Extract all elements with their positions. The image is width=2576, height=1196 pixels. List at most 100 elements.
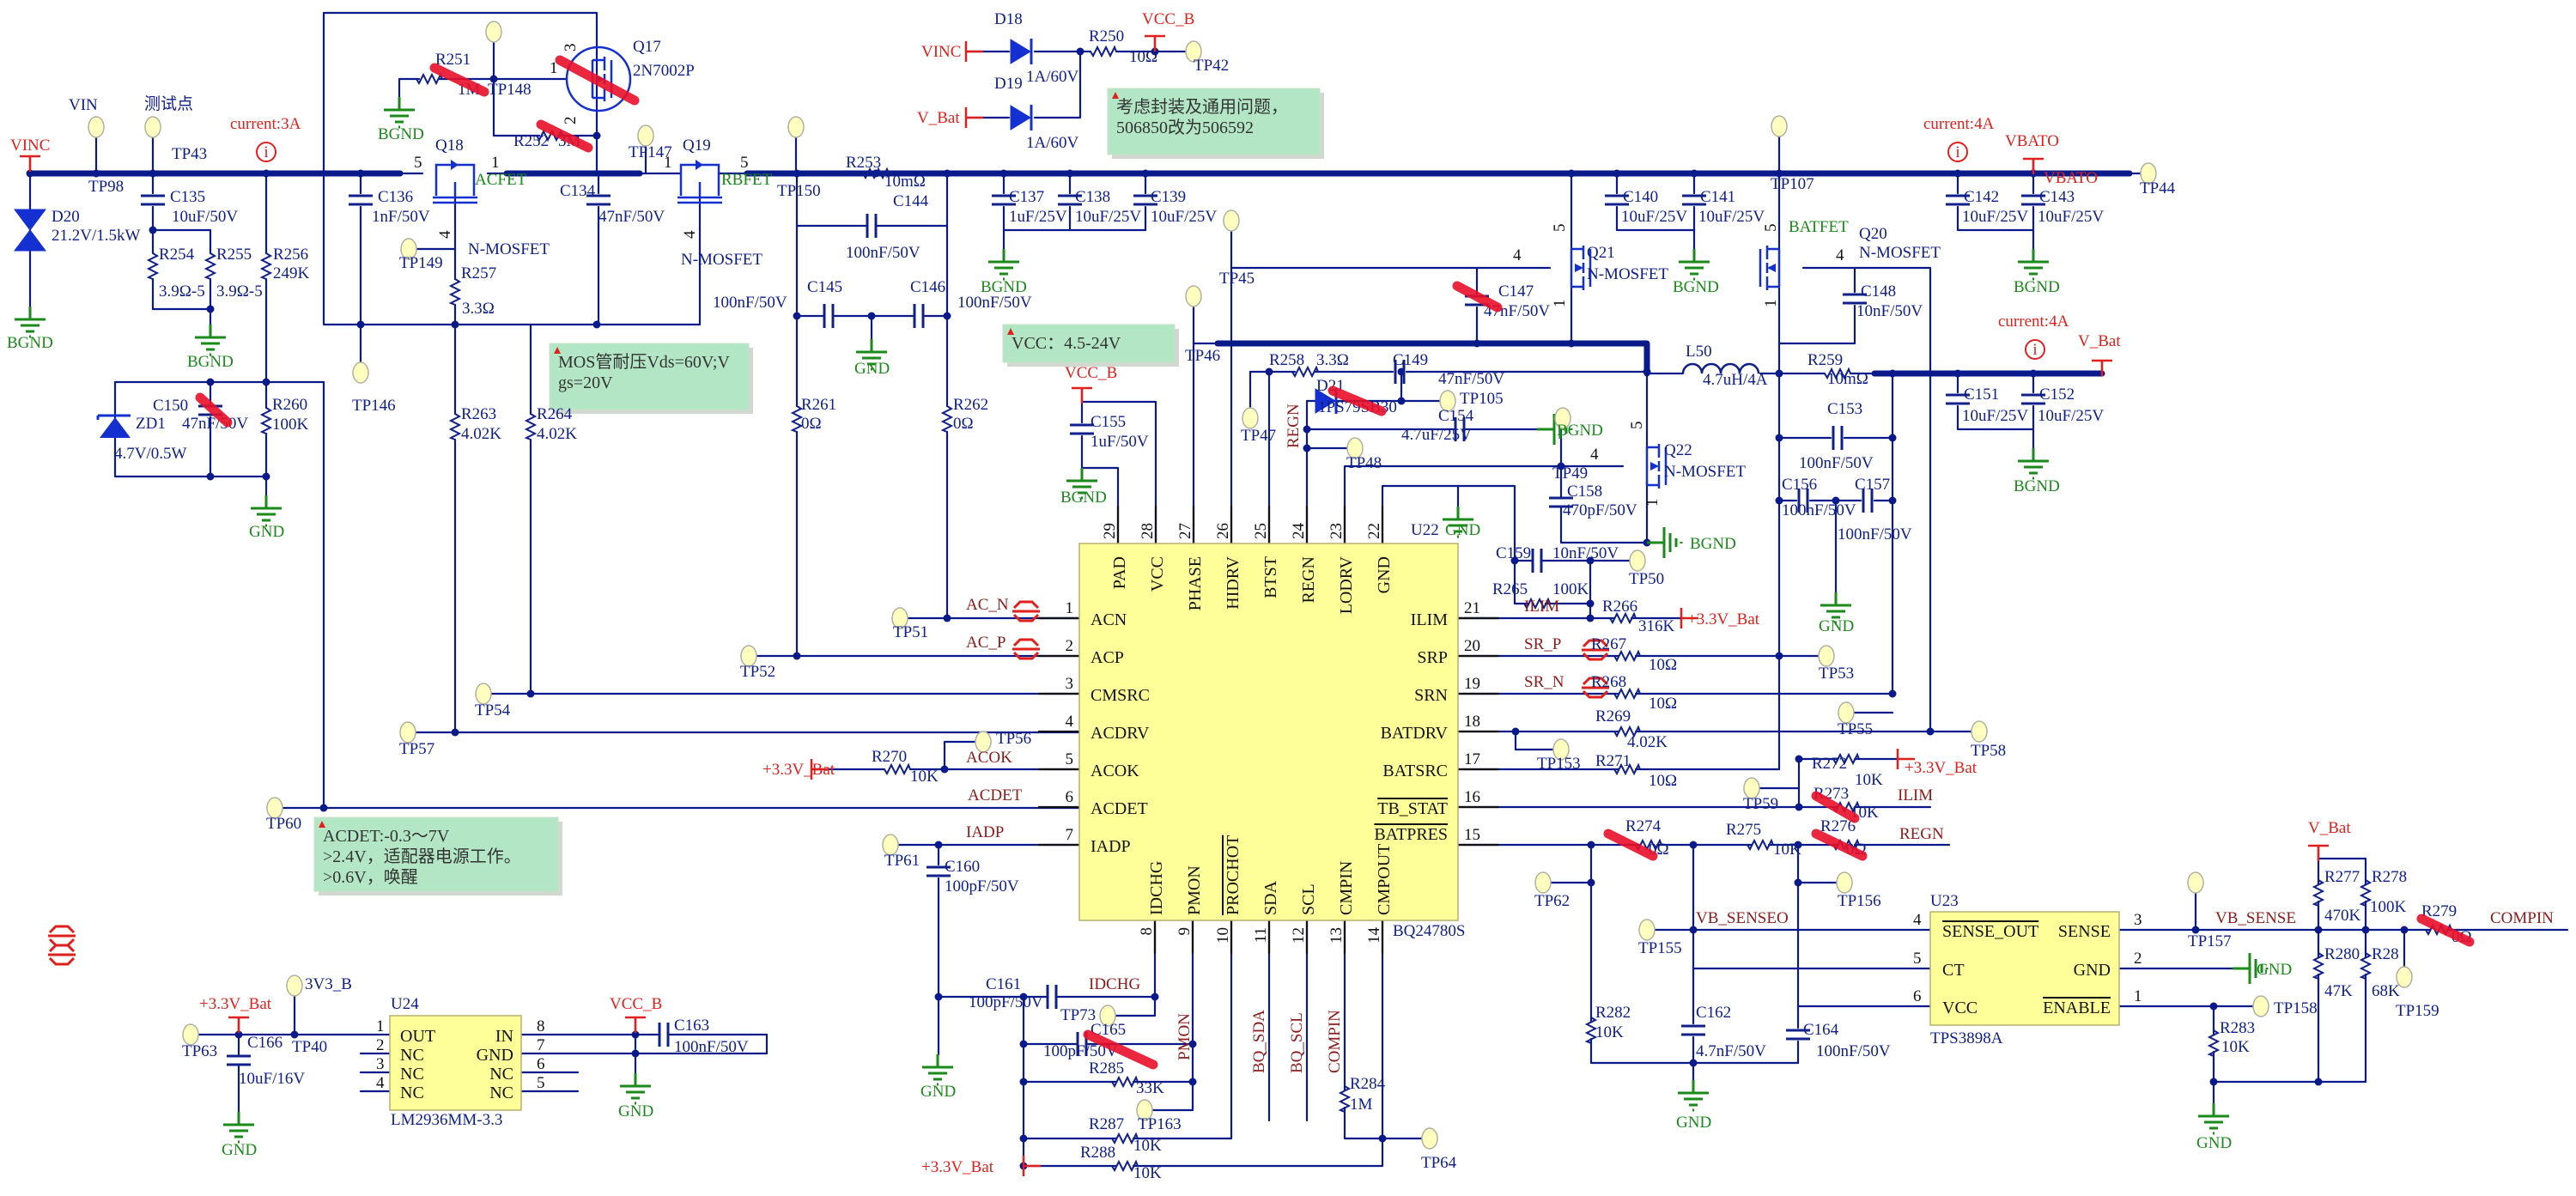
strike-mark [555,55,640,106]
capacitor-symbol [227,1054,251,1066]
fet-name: ACFET [475,171,527,189]
component-value: 100pF/50V [945,877,1019,895]
wire [322,11,702,326]
component-value: 100nF/50V [713,294,787,312]
component-ref: R266 [1602,598,1637,616]
resistor-symbol [790,405,804,433]
junction-dot [1586,614,1595,622]
test-point-label: TP148 [488,81,532,99]
note-text: gs=20V [558,373,613,392]
ground-label: BGND [2014,278,2060,296]
component-ref: R282 [1595,1004,1631,1022]
pin-number: 1 [1643,499,1662,507]
pin-name: BTST [1261,556,1280,598]
current-probe-icon: i [1955,143,1959,161]
wire [1589,1037,1800,1065]
pin-number: 1 [1551,300,1569,308]
junction-dot [1643,367,1651,376]
component-value: 100pF/50V [969,993,1043,1011]
pin-name: PHASE [1186,556,1205,610]
capacitor-symbol [1946,194,1970,206]
pin-name: TB_STAT [1377,799,1448,818]
component-value: 10Ω [1649,695,1677,713]
pin-number: 2 [376,1036,385,1054]
component-value: 100pF/50V [1043,1042,1118,1060]
resistor-symbol [1832,752,1860,766]
pin-name: IDCHG [1147,861,1166,915]
pin-number: 10 [1214,927,1232,944]
n-mosfet-icon [451,160,459,170]
pin-number: 2 [1066,637,1074,655]
strike-mark [1083,1029,1158,1070]
ground-label: GND [854,360,890,378]
junction-dot [1794,878,1802,887]
pin-number: 1 [2134,987,2142,1005]
ground-icon [2233,953,2269,984]
pin-number: 1 [376,1017,385,1035]
component-ref: C135 [170,188,205,206]
junction-dot [26,169,34,178]
junction-dot [2314,926,2323,934]
resistor-symbol [1291,365,1319,379]
junction-dot [1832,496,1840,505]
resistor-symbol [259,407,273,434]
current-probe-icon: i [264,143,268,161]
junction-dot [290,1030,299,1039]
capacitor-symbol [992,194,1016,206]
component-ref: R271 [1595,752,1631,770]
pin-number: 4 [376,1074,385,1092]
resistor-symbol [1584,1017,1598,1044]
pin-number: 20 [1464,637,1480,655]
capacitor-symbol [658,1023,670,1047]
chip-ref: U24 [391,995,419,1013]
pin-number: 2 [562,117,580,125]
component-value: 1uF/50V [1091,433,1149,451]
junction-dot [2209,1002,2218,1011]
ground-icon [223,1112,254,1144]
pin-name: LODRV [1337,556,1356,614]
test-point-label: TP155 [1638,939,1682,957]
test-point-label: TP43 [172,145,207,163]
component-value: N-MOSFET [1859,244,1941,262]
power-port-label: VCC_B [610,995,662,1013]
note-text: >0.6V，唤醒 [323,867,418,887]
component-value: 1A/60V [1026,68,1079,86]
component-value: 10nF/50V [1552,544,1619,562]
test-point-icon [1136,1099,1153,1121]
component-ref: C143 [2039,188,2075,206]
component-value: 4.02K [461,425,501,443]
junction-dot [1019,1078,1028,1086]
junction-dot [1019,993,1028,1001]
component-ref: C151 [1964,386,1999,404]
wire [1080,400,1157,545]
resistor-symbol [1613,762,1641,776]
component-ref: C160 [945,858,980,876]
pin-number: 29 [1101,523,1119,539]
component-ref: R261 [801,396,836,414]
component-value: 10K [1595,1023,1624,1041]
capacitor-symbol [913,304,925,328]
component-value: 68K [2372,982,2400,1000]
ground-icon [2018,448,2049,480]
component-ref: C166 [247,1034,283,1052]
capacitor-symbol [586,194,611,206]
pin-number: 6 [1913,987,1922,1005]
junction-dot [1775,652,1783,660]
component-value: 10uF/25V [2038,208,2104,226]
current-probe-icon [1947,142,1968,162]
wire [1559,507,1649,544]
net-label: AC_N [966,596,1009,614]
resistor-symbol [1609,611,1637,625]
strike-mark [1811,829,1868,861]
junction-dot [1775,496,1783,505]
test-point-label: TP73 [1060,1006,1096,1024]
component-value: 1A/60V [1026,134,1079,152]
junction-dot [2361,926,2370,934]
ground-label: BGND [187,353,234,371]
junction-dot [1888,434,1897,442]
test-point-label: TP51 [893,623,928,641]
test-point-icon [787,116,805,138]
resistor-symbol [2359,879,2372,907]
test-point-label: TP54 [475,701,511,719]
